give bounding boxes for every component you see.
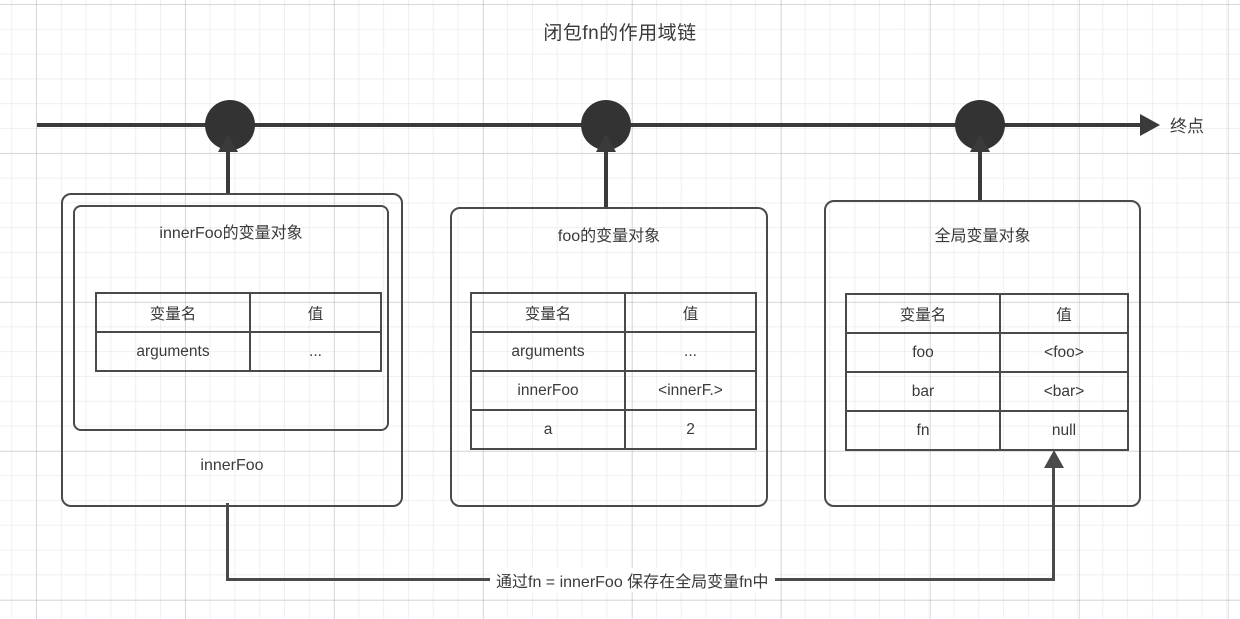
cell-variable-value: 2 (624, 409, 757, 450)
cell-variable-name: fn (845, 410, 1001, 451)
table-row: a 2 (470, 409, 757, 450)
cell-variable-name: bar (845, 371, 1001, 412)
variable-table-innerfoo: 变量名 值 arguments ... (95, 292, 382, 372)
table-row: arguments ... (95, 331, 382, 372)
table-row: bar <bar> (845, 371, 1129, 412)
connector-vertical-left (226, 503, 229, 580)
cell-variable-name: arguments (95, 331, 251, 372)
table-row: fn null (845, 410, 1129, 451)
connector-label: 通过fn = innerFoo 保存在全局变量fn中 (490, 568, 775, 592)
variable-object-title-innerfoo: innerFoo的变量对象 (159, 225, 303, 242)
table-header-row: 变量名 值 (95, 292, 382, 333)
cell-variable-value: <foo> (999, 332, 1129, 373)
connector-arrowhead-icon (1044, 450, 1064, 468)
cell-variable-name: foo (845, 332, 1001, 373)
timeline-arrowhead-icon (1140, 114, 1160, 136)
cell-variable-name: arguments (470, 331, 626, 372)
scope-outer-label-innerfoo: innerFoo (200, 457, 264, 474)
variable-object-title-foo: foo的变量对象 (557, 228, 661, 245)
arrow-innerfoo-to-timeline (218, 134, 238, 193)
variable-table-foo: 变量名 值 arguments ... innerFoo <innerF.> a… (470, 292, 757, 450)
column-header-value: 值 (624, 292, 757, 333)
diagram-title: 闭包fn的作用域链 (543, 23, 697, 44)
column-header-name: 变量名 (845, 293, 1001, 334)
column-header-value: 值 (249, 292, 382, 333)
variable-object-title-global: 全局变量对象 (934, 228, 1031, 245)
table-row: arguments ... (470, 331, 757, 372)
cell-variable-value: ... (249, 331, 382, 372)
table-row: foo <foo> (845, 332, 1129, 373)
column-header-value: 值 (999, 293, 1129, 334)
connector-vertical-right (1052, 468, 1055, 580)
table-header-row: 变量名 值 (845, 293, 1129, 334)
cell-variable-value: null (999, 410, 1129, 451)
scope-box-foo[interactable]: foo的变量对象 (450, 207, 768, 507)
cell-variable-value: <bar> (999, 371, 1129, 412)
column-header-name: 变量名 (95, 292, 251, 333)
cell-variable-name: innerFoo (470, 370, 626, 411)
scope-box-innerfoo[interactable]: innerFoo (61, 193, 403, 507)
cell-variable-name: a (470, 409, 626, 450)
table-row: innerFoo <innerF.> (470, 370, 757, 411)
table-header-row: 变量名 值 (470, 292, 757, 333)
arrow-foo-to-timeline (596, 134, 616, 207)
scope-box-global[interactable]: 全局变量对象 (824, 200, 1141, 507)
timeline-end-label: 终点 (1170, 117, 1204, 136)
variable-object-box-innerfoo[interactable]: innerFoo的变量对象 (73, 205, 389, 431)
column-header-name: 变量名 (470, 292, 626, 333)
cell-variable-value: <innerF.> (624, 370, 757, 411)
variable-table-global: 变量名 值 foo <foo> bar <bar> fn null (845, 293, 1129, 451)
arrow-global-to-timeline (970, 134, 990, 200)
cell-variable-value: ... (624, 331, 757, 372)
